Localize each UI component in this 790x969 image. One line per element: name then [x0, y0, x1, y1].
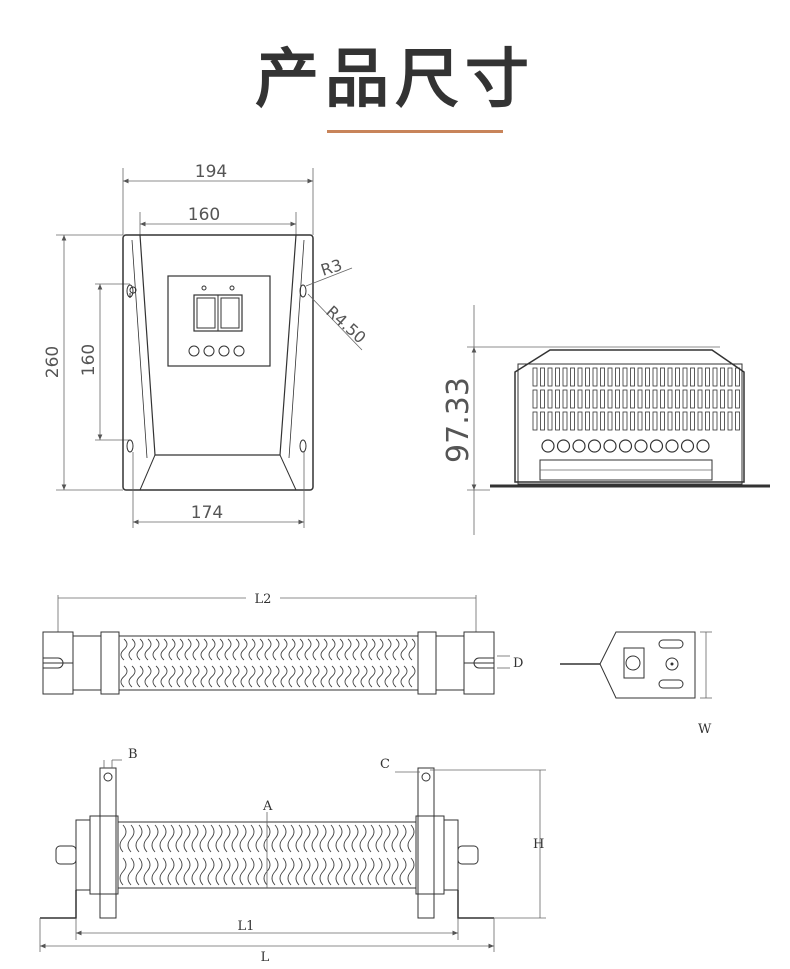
- dim-width-inner: 160: [188, 205, 220, 225]
- dim-side-height: 97.33: [441, 377, 476, 463]
- dim-height-overall: 260: [43, 346, 63, 378]
- title-underline: [327, 130, 503, 133]
- side-vents: [532, 367, 740, 431]
- dim-c: C: [380, 757, 390, 772]
- dim-h: H: [533, 837, 544, 852]
- dim-b: B: [128, 747, 138, 762]
- front-view: 194 160 260 160: [43, 162, 370, 528]
- dim-l2: L2: [255, 592, 272, 607]
- dim-width-overall: 194: [195, 162, 227, 182]
- resistor-front-view: B C A H L1 L: [39, 747, 546, 965]
- page-title: 产品尺寸: [255, 43, 535, 117]
- side-view: 97.33: [441, 305, 770, 535]
- dim-l1: L1: [238, 919, 255, 934]
- dim-hole-spacing-vertical: 160: [79, 344, 99, 376]
- dim-l: L: [261, 950, 270, 965]
- dim-hole-spacing-horizontal: 174: [191, 503, 223, 523]
- dim-d: D: [513, 656, 523, 671]
- radius-large-label: R4.50: [322, 302, 369, 347]
- dim-w: W: [698, 722, 712, 737]
- radius-small-label: R3: [318, 255, 344, 280]
- dim-a: A: [262, 799, 273, 814]
- side-terminals: [541, 439, 710, 453]
- resistor-top-view: L2 D W: [42, 592, 712, 737]
